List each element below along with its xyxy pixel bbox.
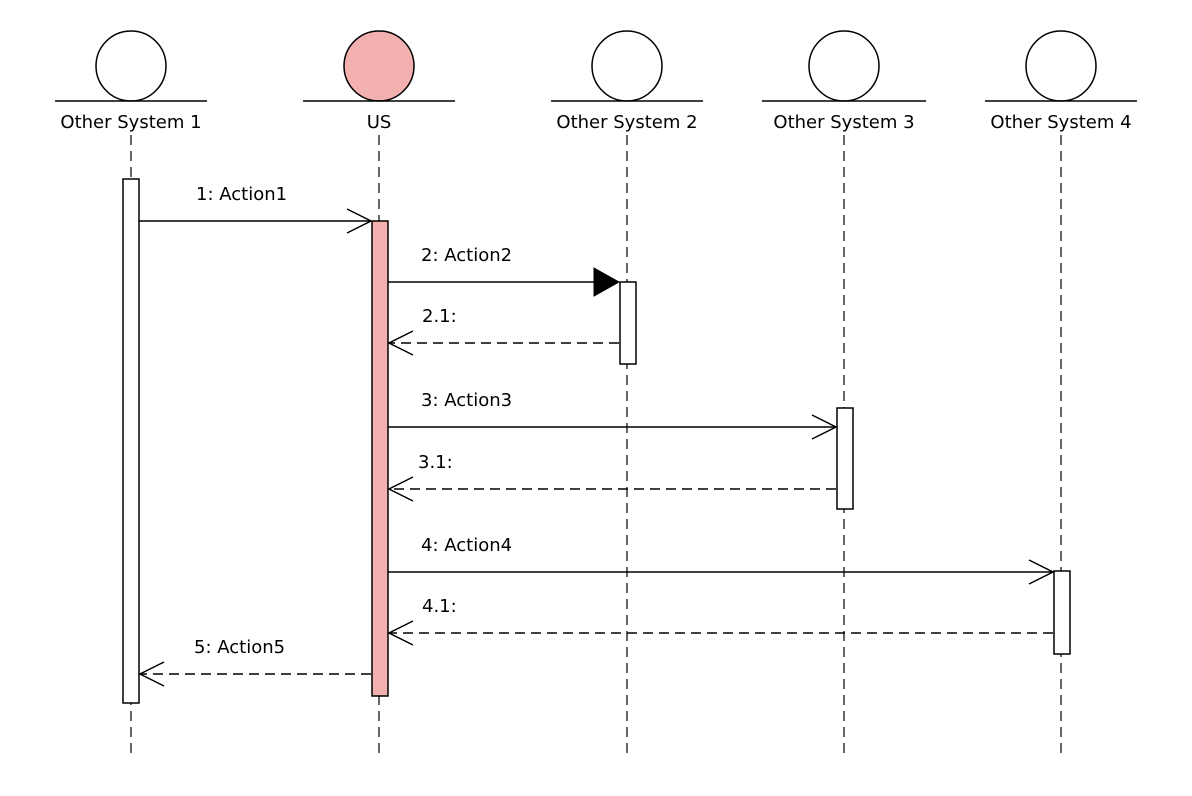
message-label: 4.1:	[422, 596, 457, 617]
message-2[interactable]: 2: Action2	[388, 245, 621, 297]
message-label: 3.1:	[418, 452, 453, 473]
message-label: 3: Action3	[421, 390, 512, 411]
message-label: 4: Action4	[421, 535, 512, 556]
participant-label: Other System 2	[556, 112, 697, 133]
filled-arrowhead-icon	[593, 267, 621, 297]
message-5-return[interactable]: 5: Action5	[138, 637, 371, 687]
activation-bar-other-system-2[interactable]	[619, 281, 637, 365]
message-3[interactable]: 3: Action3	[388, 390, 838, 440]
activation-bar-us[interactable]	[371, 220, 389, 697]
message-1[interactable]: 1: Action1	[139, 184, 373, 234]
actor-circle-other-system-1	[95, 30, 167, 102]
message-label: 2.1:	[422, 306, 457, 327]
participant-other-system-3[interactable]: Other System 3	[762, 30, 926, 758]
actor-circle-us	[343, 30, 415, 102]
activation-bar-other-system-4[interactable]	[1053, 570, 1071, 655]
open-arrowhead-icon	[811, 414, 838, 440]
participant-other-system-2[interactable]: Other System 2	[551, 30, 703, 758]
message-label: 2: Action2	[421, 245, 512, 266]
actor-circle-other-system-3	[808, 30, 880, 102]
open-arrowhead-icon	[138, 661, 165, 687]
message-4[interactable]: 4: Action4	[388, 535, 1055, 585]
participant-label: Other System 3	[773, 112, 914, 133]
participant-label: Other System 4	[990, 112, 1131, 133]
actor-circle-other-system-4	[1025, 30, 1097, 102]
open-arrowhead-icon	[346, 208, 373, 234]
activation-bar-other-system-3[interactable]	[836, 407, 854, 510]
message-2-1-return[interactable]: 2.1:	[387, 306, 619, 356]
participant-label: Other System 1	[60, 112, 201, 133]
open-arrowhead-icon	[387, 476, 414, 502]
open-arrowhead-icon	[387, 330, 414, 356]
participant-label: US	[367, 112, 392, 133]
actor-circle-other-system-2	[591, 30, 663, 102]
open-arrowhead-icon	[1028, 559, 1055, 585]
message-label: 1: Action1	[196, 184, 287, 205]
message-label: 5: Action5	[194, 637, 285, 658]
message-3-1-return[interactable]: 3.1:	[387, 452, 836, 502]
message-4-1-return[interactable]: 4.1:	[387, 596, 1053, 646]
activation-bar-other-system-1[interactable]	[122, 178, 140, 704]
participant-other-system-4[interactable]: Other System 4	[985, 30, 1137, 758]
open-arrowhead-icon	[387, 620, 414, 646]
